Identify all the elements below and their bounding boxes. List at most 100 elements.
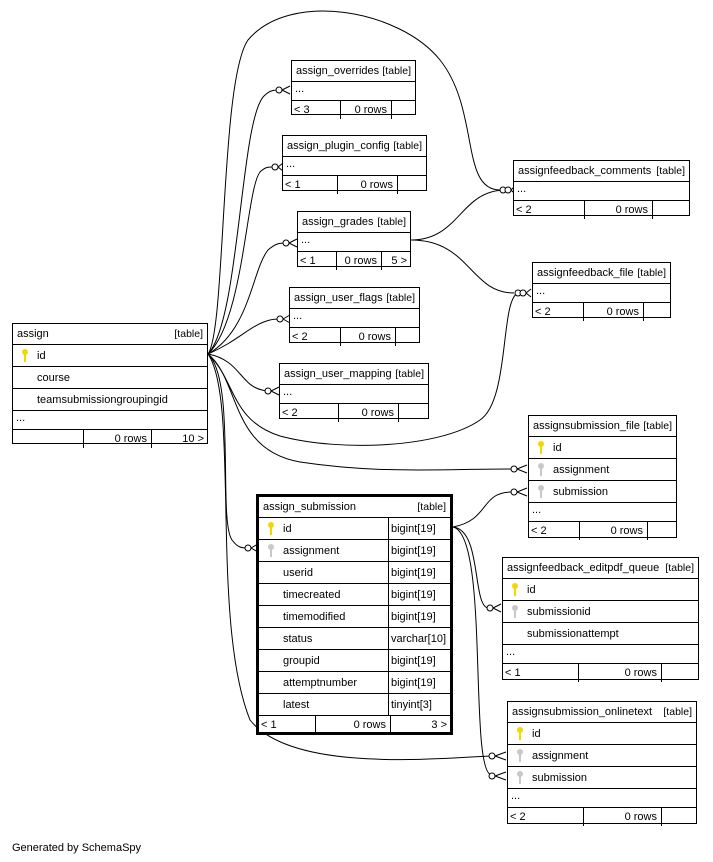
table-assign-overrides[interactable]: assign_overrides [table] ... < 3 0 rows bbox=[291, 60, 416, 119]
more-columns: ... bbox=[533, 284, 670, 303]
more-columns: ... bbox=[280, 385, 428, 404]
table-header: assign_plugin_config [table] bbox=[283, 136, 426, 157]
column-name: assignment bbox=[283, 544, 340, 557]
table-name: assign_overrides bbox=[296, 65, 380, 77]
table-kind: [table] bbox=[174, 328, 203, 340]
column-row: assignment bbox=[529, 459, 676, 481]
table-assignfeedback-editpdf-queue[interactable]: assignfeedback_editpdf_queue [table] id … bbox=[502, 557, 699, 682]
column-name: id bbox=[532, 727, 541, 740]
table-header: assignfeedback_comments [table] bbox=[514, 161, 689, 182]
row-count: 0 rows bbox=[578, 664, 661, 682]
column-type: bigint[19] bbox=[388, 562, 450, 583]
table-footer: < 2 0 rows bbox=[290, 328, 419, 346]
column-row: teamsubmissiongroupingid bbox=[13, 389, 207, 411]
relationship-line bbox=[207, 242, 287, 355]
relationship-line bbox=[410, 239, 515, 294]
generated-by-label: Generated by SchemaSpy bbox=[12, 842, 142, 854]
more-columns: ... bbox=[298, 233, 410, 252]
foreign-key-icon bbox=[267, 544, 275, 557]
table-kind: [table] bbox=[643, 420, 672, 432]
column-name: submissionid bbox=[527, 605, 591, 618]
relationship-line bbox=[452, 526, 489, 609]
column-row: timecreated bigint[19] bbox=[259, 584, 450, 606]
children-count bbox=[397, 176, 426, 194]
column-name: attemptnumber bbox=[283, 676, 357, 689]
table-name: assign_submission bbox=[263, 501, 356, 513]
column-name: submission bbox=[553, 485, 609, 498]
column-row: id bbox=[529, 437, 676, 459]
table-name: assign_user_flags bbox=[294, 292, 383, 304]
row-count: 0 rows bbox=[340, 101, 391, 119]
crowfoot-marker bbox=[271, 163, 279, 171]
table-assign-user-flags[interactable]: assign_user_flags [table] ... < 2 0 rows bbox=[289, 287, 420, 346]
parents-count bbox=[13, 430, 83, 448]
table-assign-grades[interactable]: assign_grades [table] ... < 1 0 rows 5 > bbox=[297, 211, 411, 270]
column-name: timecreated bbox=[283, 588, 341, 601]
parents-count: < 2 bbox=[292, 331, 308, 343]
column-row: submissionid bbox=[503, 601, 698, 623]
column-name: submissionattempt bbox=[527, 627, 619, 640]
children-count: 5 > bbox=[381, 252, 410, 270]
column-name: userid bbox=[283, 566, 313, 579]
table-assign-user-mapping[interactable]: assign_user_mapping [table] ... < 2 0 ro… bbox=[279, 363, 429, 422]
parents-count: < 1 bbox=[285, 179, 301, 191]
more-columns: ... bbox=[503, 645, 698, 664]
foreign-key-icon bbox=[516, 771, 524, 784]
crowfoot-marker bbox=[510, 488, 518, 496]
children-count bbox=[643, 303, 670, 321]
table-assign[interactable]: assign [table] id course teamsubmissiong… bbox=[12, 323, 208, 448]
row-count: 0 rows bbox=[338, 404, 398, 422]
table-kind: [table] bbox=[663, 706, 692, 718]
children-count bbox=[661, 808, 696, 826]
table-assign-plugin-config[interactable]: assign_plugin_config [table] ... < 1 0 r… bbox=[282, 135, 427, 194]
table-kind: [table] bbox=[382, 65, 411, 77]
row-count: 0 rows bbox=[315, 716, 390, 734]
column-name: assignment bbox=[532, 749, 589, 762]
parents-count: < 2 bbox=[516, 204, 532, 216]
column-name: assignment bbox=[553, 463, 610, 476]
relationship-line bbox=[452, 526, 493, 776]
children-count: 3 > bbox=[390, 716, 450, 734]
children-count bbox=[398, 404, 428, 422]
row-count: 0 rows bbox=[340, 328, 395, 346]
table-name: assignsubmission_onlinetext bbox=[512, 706, 653, 718]
parents-count: < 1 bbox=[505, 667, 521, 679]
table-assignfeedback-comments[interactable]: assignfeedback_comments [table] ... < 2 … bbox=[513, 160, 690, 219]
primary-key-icon bbox=[511, 583, 519, 596]
more-columns: ... bbox=[514, 182, 689, 201]
children-count: 10 > bbox=[151, 430, 207, 448]
table-header: assignsubmission_onlinetext [table] bbox=[508, 702, 696, 723]
column-row: submissionattempt bbox=[503, 623, 698, 645]
column-type: bigint[19] bbox=[388, 672, 450, 693]
column-row: id bbox=[503, 579, 698, 601]
table-assignsubmission-onlinetext[interactable]: assignsubmission_onlinetext [table] id a… bbox=[507, 701, 697, 826]
table-assignfeedback-file[interactable]: assignfeedback_file [table] ... < 2 0 ro… bbox=[532, 262, 671, 321]
table-header: assignsubmission_file [table] bbox=[529, 416, 676, 437]
table-footer: < 3 0 rows bbox=[292, 101, 415, 119]
table-name: assignsubmission_file bbox=[533, 420, 640, 432]
table-name: assign_user_mapping bbox=[284, 368, 392, 380]
crowfoot-marker bbox=[275, 86, 283, 94]
children-count bbox=[391, 101, 415, 119]
table-footer: < 2 0 rows bbox=[508, 808, 696, 826]
table-footer: < 1 0 rows bbox=[503, 664, 698, 682]
relationship-line bbox=[207, 353, 491, 761]
column-row: id bbox=[508, 723, 696, 745]
foreign-key-icon bbox=[537, 463, 545, 476]
table-kind: [table] bbox=[395, 368, 424, 380]
table-footer: < 2 0 rows bbox=[514, 201, 689, 219]
relationship-line bbox=[207, 89, 281, 355]
parents-count: < 2 bbox=[282, 407, 298, 419]
table-assignsubmission-file[interactable]: assignsubmission_file [table] id assignm… bbox=[528, 415, 677, 540]
relationship-line bbox=[207, 318, 281, 355]
parents-count: < 2 bbox=[531, 525, 547, 537]
row-count: 0 rows bbox=[583, 808, 661, 826]
parents-count: < 3 bbox=[294, 104, 310, 116]
column-type: bigint[19] bbox=[388, 584, 450, 605]
row-count: 0 rows bbox=[579, 522, 647, 540]
foreign-key-icon bbox=[537, 485, 545, 498]
table-kind: [table] bbox=[386, 292, 415, 304]
